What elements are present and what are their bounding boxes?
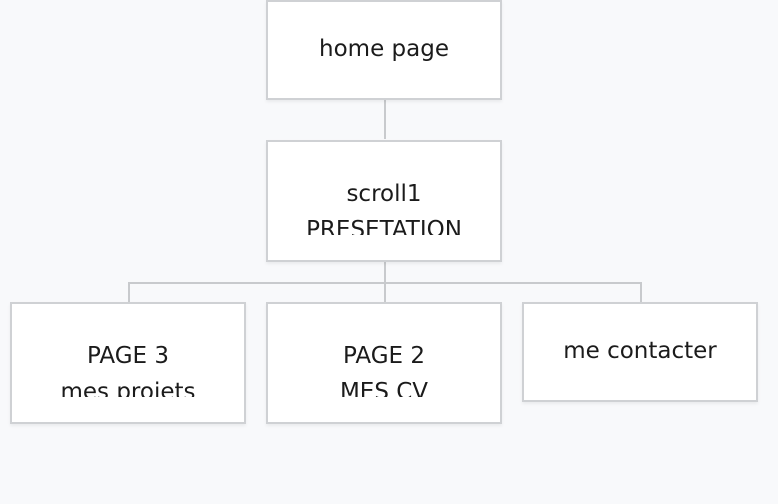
node-label: home page	[319, 36, 449, 63]
connector-to-page3	[128, 282, 130, 303]
node-label: me contacter	[563, 338, 717, 365]
connector-home-scroll1	[384, 99, 386, 139]
node-label: scroll1 PRESETATION	[306, 181, 462, 235]
node-scroll1[interactable]: scroll1 PRESETATION	[266, 140, 502, 262]
connector-to-contact	[640, 282, 642, 303]
connector-scroll1-down	[384, 261, 386, 283]
node-page2[interactable]: PAGE 2 MES CV	[266, 302, 502, 424]
node-home-page[interactable]: home page	[266, 0, 502, 100]
node-label: PAGE 3 mes projets	[60, 343, 196, 397]
node-page3[interactable]: PAGE 3 mes projets	[10, 302, 246, 424]
connector-to-page2	[384, 282, 386, 303]
node-label: PAGE 2 MES CV	[339, 343, 429, 397]
node-contact[interactable]: me contacter	[522, 302, 758, 402]
